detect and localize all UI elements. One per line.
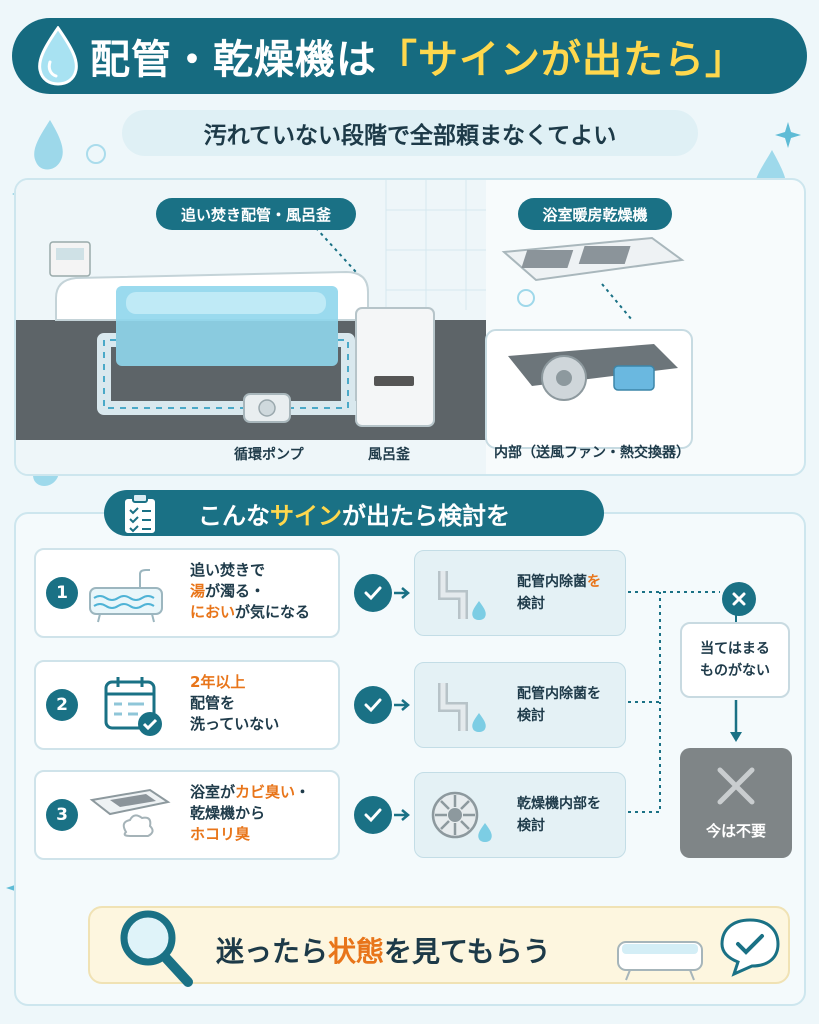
bubble-icon	[86, 144, 106, 164]
action-text-2: 配管内除菌を 検討	[517, 683, 601, 727]
water-drop-icon	[34, 120, 63, 170]
bath-piping-tag: 追い焚き配管・風呂釜	[156, 198, 356, 230]
pipe-icon	[438, 683, 486, 732]
title-prefix: 配管・乾燥機は	[90, 37, 377, 83]
none-applies-text: 当てはまる ものがない	[700, 641, 770, 679]
bottom-after: を見てもらう	[384, 935, 551, 968]
pipe-icon	[438, 571, 486, 620]
fan-icon	[431, 791, 492, 842]
action-card-2: 配管内除菌を 検討	[414, 662, 626, 748]
none-applies-box: 当てはまる ものがない	[680, 622, 790, 698]
flow-connectors	[628, 591, 742, 813]
dryer-smell-icon	[89, 788, 171, 837]
bathtub-icon	[89, 569, 163, 623]
not-needed-text: 今は不要	[705, 822, 766, 840]
boiler-label: 風呂釜	[368, 447, 410, 463]
signs-section-header: こんなサインが出たら検討を	[104, 490, 604, 536]
arrow-right-icon	[394, 699, 410, 711]
action-line: 配管内除菌を	[517, 686, 601, 702]
sparkle-icon	[775, 122, 801, 148]
equipment-diagram-panel: 追い焚き配管・風呂釜 循環ポンプ 風呂釜 浴室暖房乾燥機 内部（送風ファン・熱交…	[14, 178, 806, 476]
sign-card-1: 1 追い焚きで 湯が濁る・ においが気になる	[34, 548, 340, 638]
title-accent: 「サインが出たら」	[377, 37, 746, 83]
sign-number: 2	[46, 689, 78, 721]
sign-line: 配管を	[190, 694, 236, 712]
sign-line: 追い焚きで	[190, 561, 266, 579]
action-card-3: 乾燥機内部を 検討	[414, 772, 626, 858]
section-header-after: が出たら検討を	[342, 501, 510, 530]
clipboard-checklist-icon	[123, 493, 157, 535]
sign-card-3: 3 浴室がカビ臭い・ 乾燥機から ホコリ臭	[34, 770, 340, 860]
sign-number: 1	[46, 577, 78, 609]
title-banner: 配管・乾燥機は「サインが出たら」	[12, 18, 807, 94]
action-line: 検討	[517, 708, 545, 724]
page-title: 配管・乾燥機は「サインが出たら」	[90, 27, 746, 85]
x-circle-icon	[722, 582, 756, 616]
large-x-icon	[717, 767, 755, 805]
action-line: 配管内除菌	[517, 574, 587, 590]
action-text-3: 乾燥機内部を 検討	[517, 793, 601, 837]
bathtub-icon	[617, 941, 703, 981]
section-header-before: こんな	[198, 501, 270, 530]
sign-accent: ホコリ臭	[190, 825, 251, 843]
arrow-right-icon	[394, 809, 410, 821]
sign-line: 浴室が	[190, 783, 236, 801]
action-accent: を	[587, 574, 601, 590]
bottom-message: 迷ったら状態を見てもらう	[216, 930, 551, 970]
sign-accent: カビ臭い	[235, 783, 296, 801]
bottom-before: 迷ったら	[216, 935, 329, 968]
sign-line: 乾燥機から	[190, 804, 266, 822]
calendar-check-icon	[104, 677, 162, 736]
magnifier-icon	[120, 910, 193, 987]
dryer-tag: 浴室暖房乾燥機	[518, 198, 672, 230]
check-icon	[354, 796, 392, 834]
action-line: 乾燥機内部を	[517, 796, 601, 812]
sign-text-1: 追い焚きで 湯が濁る・ においが気になる	[190, 560, 310, 623]
action-line: 検討	[517, 596, 545, 612]
action-card-1: 配管内除菌を 検討	[414, 550, 626, 636]
sign-accent: 湯	[190, 582, 206, 600]
arrow-right-icon	[394, 587, 410, 599]
check-icon	[354, 574, 392, 612]
dryer-inside-label: 内部（送風ファン・熱交換器）	[494, 445, 690, 461]
sign-text-2: 2年以上 配管を 洗っていない	[190, 672, 279, 735]
sign-line: が気になる	[235, 603, 311, 621]
bath-piping-illustration	[16, 180, 486, 474]
check-icon	[354, 686, 392, 724]
section-header-accent: サイン	[270, 501, 342, 530]
sign-line: ・	[295, 783, 311, 801]
sign-number: 3	[46, 799, 78, 831]
action-text-1: 配管内除菌を 検討	[517, 571, 601, 615]
sign-text-3: 浴室がカビ臭い・ 乾燥機から ホコリ臭	[190, 782, 310, 845]
bottom-banner: 迷ったら状態を見てもらう	[88, 906, 790, 987]
water-drop-icon	[38, 26, 78, 86]
bottom-accent: 状態	[328, 935, 385, 968]
sign-card-2: 2 2年以上 配管を 洗っていない	[34, 660, 340, 750]
action-line: 検討	[517, 818, 545, 834]
sign-accent: 2年以上	[190, 673, 246, 691]
not-needed-box: 今は不要	[680, 748, 792, 858]
check-speech-bubble-icon	[720, 918, 780, 977]
sign-accent: におい	[190, 603, 236, 621]
pump-label: 循環ポンプ	[234, 447, 304, 463]
dryer-illustration	[485, 236, 693, 449]
sign-line: が濁る・	[205, 582, 266, 600]
sign-line: 洗っていない	[190, 715, 280, 733]
subtitle: 汚れていない段階で全部頼まなくてよい	[122, 110, 698, 156]
